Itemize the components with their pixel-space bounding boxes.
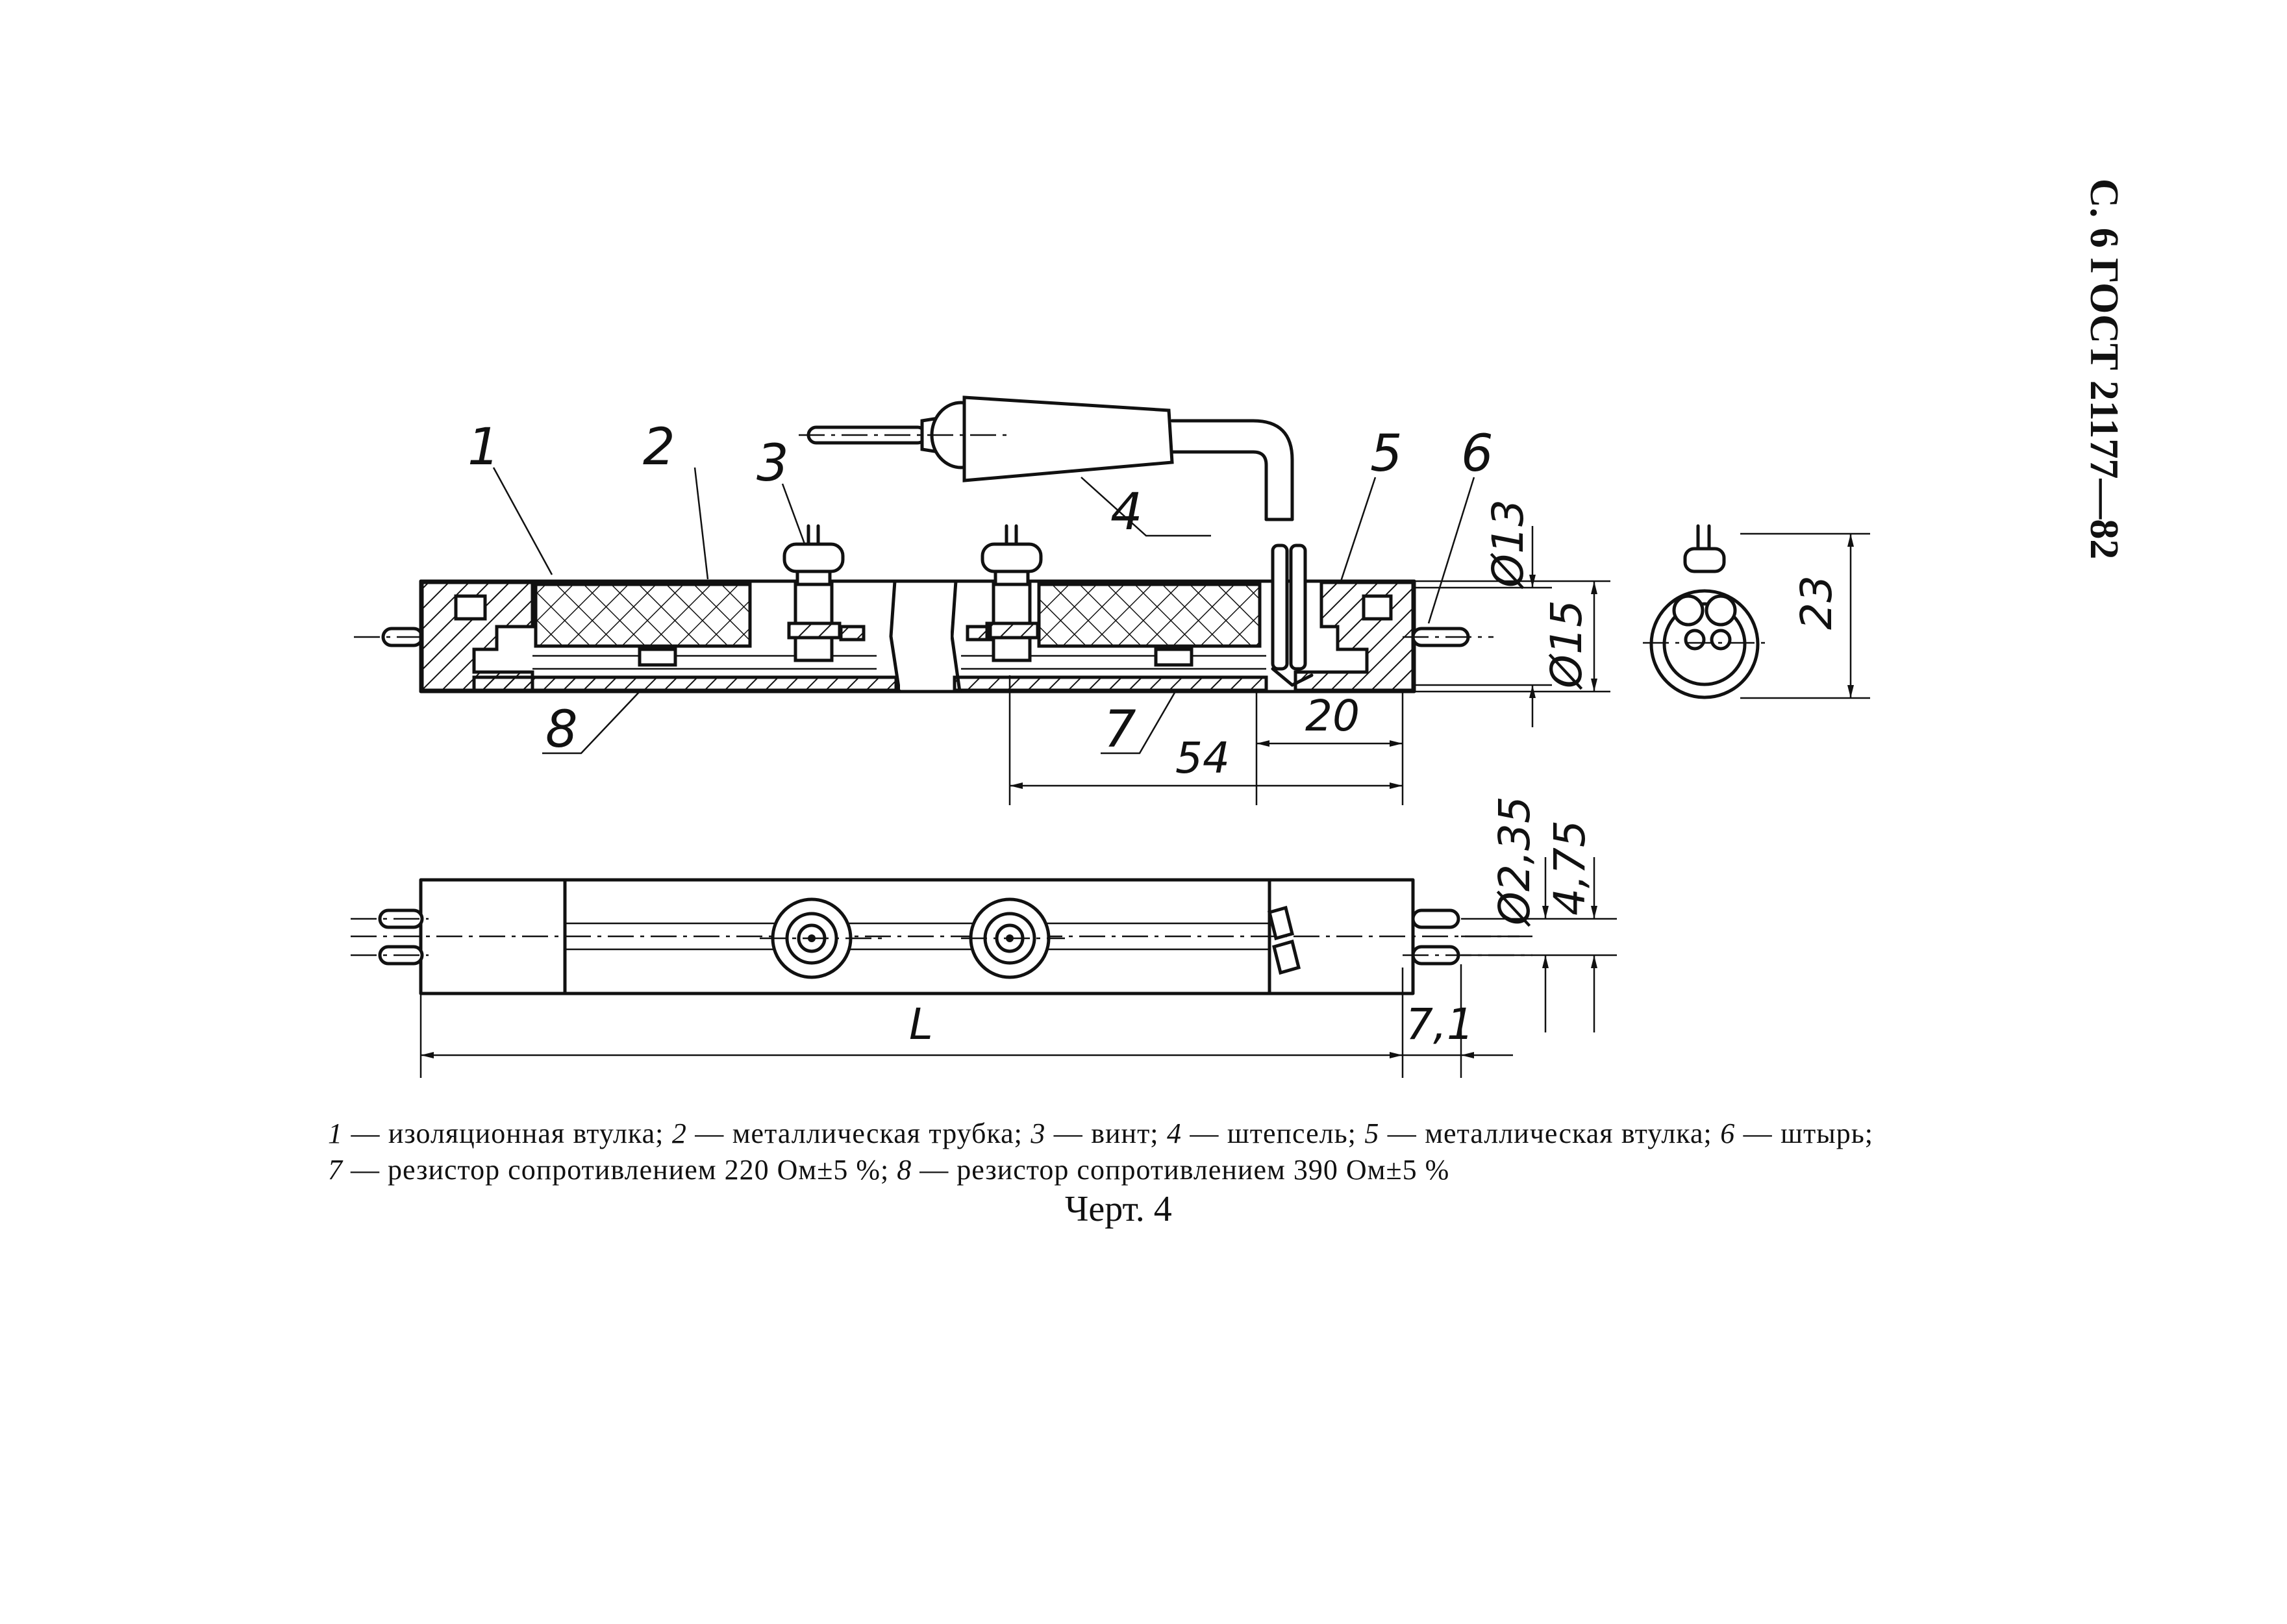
- right-metal-sleeve: [1293, 581, 1415, 692]
- callout-6: 6: [1461, 425, 1493, 483]
- resistor-7: [1154, 647, 1193, 667]
- callout-2: 2: [643, 418, 675, 477]
- plan-view: Ø2,35 4,75 L 7,1: [351, 796, 1617, 1078]
- callout-1: 1: [468, 418, 500, 477]
- dim-475: 4,75: [1545, 820, 1595, 916]
- callout-5: 5: [1370, 425, 1403, 483]
- callout-4: 4: [1110, 483, 1143, 542]
- dim-20: 20: [1305, 691, 1360, 741]
- legend-item-4: 4 — штепсель;: [1166, 1118, 1365, 1149]
- legend-item-2: 2 — металлическая трубка;: [671, 1118, 1031, 1149]
- figure-caption: Черт. 4: [1065, 1189, 1172, 1229]
- dim-d235: Ø2,35: [1490, 796, 1540, 927]
- legend: 1 — изоляционная втулка; 2 — металлическ…: [328, 1116, 1873, 1188]
- callout-8: 8: [545, 701, 578, 759]
- legend-item-1: 1 — изоляционная втулка;: [328, 1118, 672, 1149]
- plug: [799, 395, 1294, 521]
- dim-23: 23: [1792, 575, 1842, 630]
- screw-right: [966, 524, 1043, 662]
- left-filler: [534, 582, 752, 648]
- callout-7: 7: [1104, 701, 1136, 759]
- screw-head-left: [760, 897, 886, 979]
- section-view: 1 2 3 4 5 6 7 8 Ø13 Ø15 20 54: [354, 395, 1610, 805]
- legend-item-3: 3 — винт;: [1031, 1118, 1167, 1149]
- dim-d15: Ø15: [1542, 600, 1592, 690]
- legend-item-6: 6 — штырь;: [1720, 1118, 1874, 1149]
- end-view: 23: [1643, 524, 1870, 699]
- right-filler: [1037, 582, 1262, 648]
- resistor-8: [638, 647, 677, 667]
- screw-head-right: [961, 897, 1065, 979]
- dim-54: 54: [1175, 733, 1230, 783]
- legend-item-7: 7 — резистор сопротивлением 220 Ом±5 %;: [328, 1154, 897, 1186]
- dim-d13: Ø13: [1483, 499, 1533, 590]
- dim-L: L: [909, 999, 933, 1049]
- dim-71: 7,1: [1406, 999, 1474, 1049]
- legend-item-8: 8 — резистор сопротивлением 390 Ом±5 %: [897, 1154, 1450, 1186]
- callout-3: 3: [756, 434, 789, 493]
- screw-left: [782, 524, 866, 662]
- legend-item-5: 5 — металлическая втулка;: [1364, 1118, 1721, 1149]
